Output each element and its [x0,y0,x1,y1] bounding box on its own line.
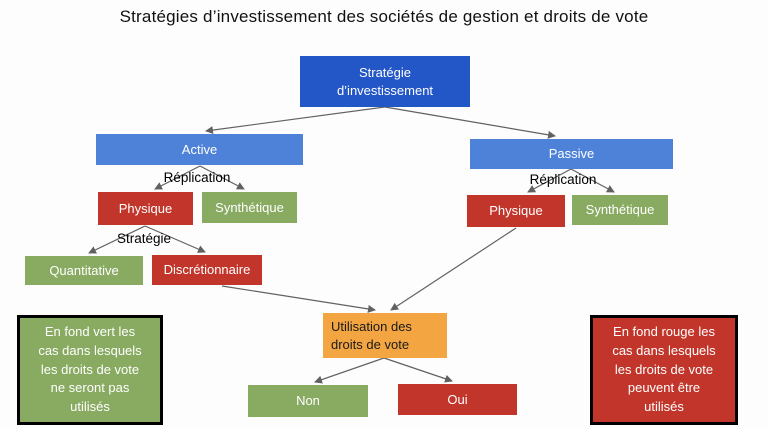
edge-usage-oui [383,357,453,383]
node-passive: Passive [470,139,673,169]
node-physique-left: Physique [98,192,193,225]
node-synthetique-right: Synthétique [572,195,668,225]
node-quantitative: Quantitative [25,256,143,285]
edge-physique-right-usage [390,227,517,311]
edge-usage-non [314,357,385,384]
node-non: Non [248,385,368,417]
edge-label-replication-right: Réplication [529,172,597,187]
edge-passive-synthetique [570,168,615,193]
node-utilisation-droits-vote: Utilisation des droits de vote [323,313,447,358]
node-discretionnaire: Discrétionnaire [152,255,262,285]
edge-active-physique [154,165,201,190]
edge-discretionnaire-usage [221,285,376,313]
edge-root-active [205,106,386,135]
node-strategie-investissement: Stratégie d’investissement [300,56,470,107]
node-physique-right: Physique [467,195,565,227]
edge-label-strategie: Stratégie [116,231,172,246]
edge-passive-physique [527,168,572,193]
edge-root-passive [384,106,556,139]
edge-label-replication-left: Réplication [163,170,231,185]
edge-physique-quantitative [88,225,146,254]
edge-physique-discretionnaire [144,225,206,253]
node-oui: Oui [398,384,517,415]
node-synthetique-left: Synthétique [202,192,297,223]
node-active: Active [96,134,303,165]
legend-green-note: En fond vert les cas dans lesquels les d… [17,315,163,425]
legend-red-note: En fond rouge les cas dans lesquels les … [590,315,738,425]
edge-active-synthetique [199,165,245,190]
diagram-title: Stratégies d’investissement des sociétés… [119,7,649,26]
